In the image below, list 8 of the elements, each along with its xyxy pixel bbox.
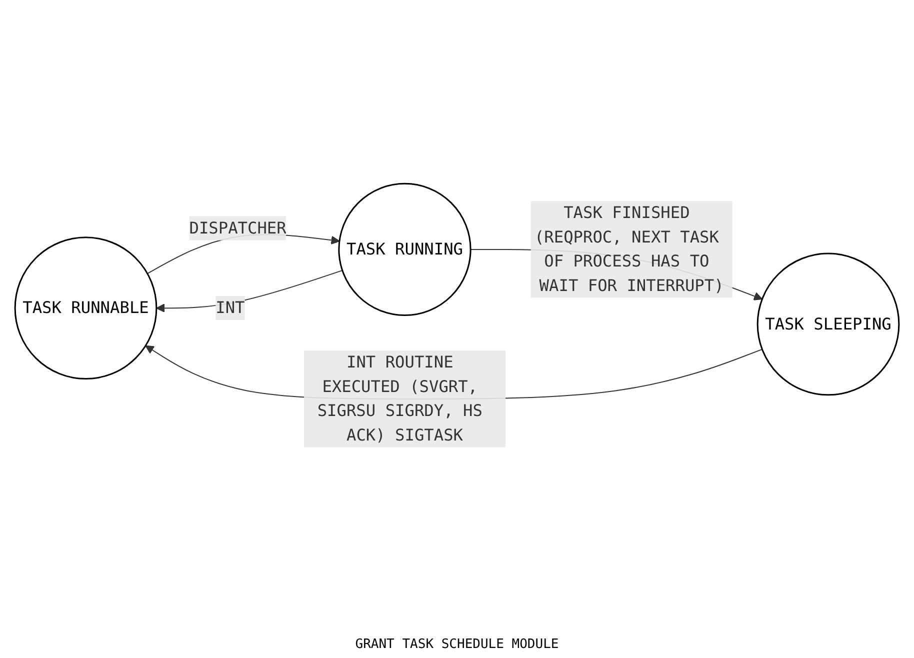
node-circle: TASK SLEEPING bbox=[756, 252, 900, 396]
node-circle: TASK RUNNABLE bbox=[14, 236, 158, 380]
edge-label: TASK FINISHED (REQPROC, NEXT TASK OF PROCESS HAS TO WAIT FOR INTERRUPT) bbox=[534, 203, 724, 295]
node-circle: TASK RUNNING bbox=[338, 182, 472, 316]
note-text: GRANT TASK SCHEDULE MODULE bbox=[355, 637, 559, 652]
edge-label: INT ROUTINE EXECUTED (SVGRT, SIGRSU SIGRDY, HS ACK) SIGTASK bbox=[317, 352, 482, 444]
edge-label: INT bbox=[216, 298, 245, 318]
edge-label: DISPATCHER bbox=[189, 218, 286, 238]
